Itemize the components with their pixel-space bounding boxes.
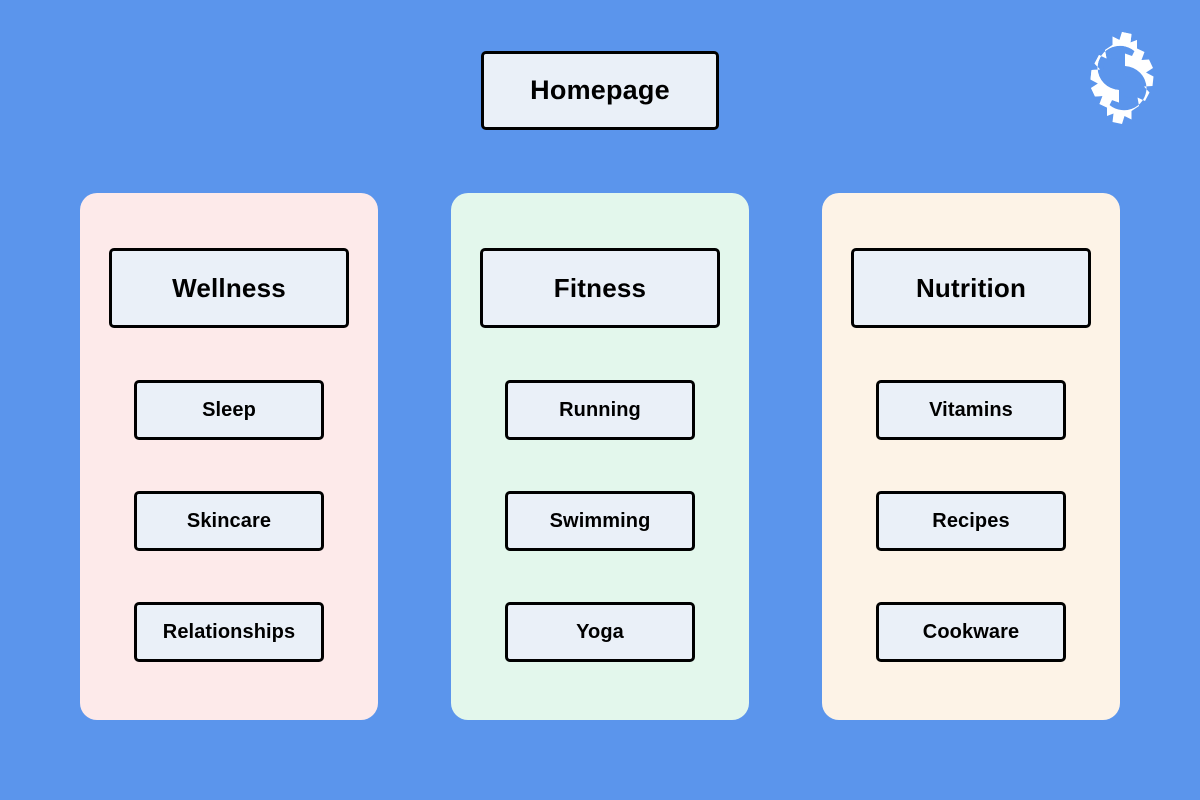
node-category-fitness[interactable]: Fitness: [480, 248, 720, 328]
node-homepage[interactable]: Homepage: [481, 51, 719, 130]
child-list-fitness: Running Swimming Yoga: [505, 380, 695, 662]
child-list-nutrition: Vitamins Recipes Cookware: [876, 380, 1066, 662]
node-child-recipes[interactable]: Recipes: [876, 491, 1066, 551]
node-category-wellness[interactable]: Wellness: [109, 248, 349, 328]
double-gear-icon: [1072, 28, 1172, 128]
node-child-swimming[interactable]: Swimming: [505, 491, 695, 551]
node-child-sleep[interactable]: Sleep: [134, 380, 324, 440]
root-node-row: Homepage: [0, 51, 1200, 130]
node-category-nutrition[interactable]: Nutrition: [851, 248, 1091, 328]
category-columns: Wellness Sleep Skincare Relationships Fi…: [80, 193, 1120, 720]
category-panel-wellness: Wellness Sleep Skincare Relationships: [80, 193, 378, 720]
node-child-running[interactable]: Running: [505, 380, 695, 440]
node-child-cookware[interactable]: Cookware: [876, 602, 1066, 662]
node-child-yoga[interactable]: Yoga: [505, 602, 695, 662]
child-list-wellness: Sleep Skincare Relationships: [134, 380, 324, 662]
category-panel-fitness: Fitness Running Swimming Yoga: [451, 193, 749, 720]
node-child-relationships[interactable]: Relationships: [134, 602, 324, 662]
node-child-vitamins[interactable]: Vitamins: [876, 380, 1066, 440]
node-child-skincare[interactable]: Skincare: [134, 491, 324, 551]
category-panel-nutrition: Nutrition Vitamins Recipes Cookware: [822, 193, 1120, 720]
